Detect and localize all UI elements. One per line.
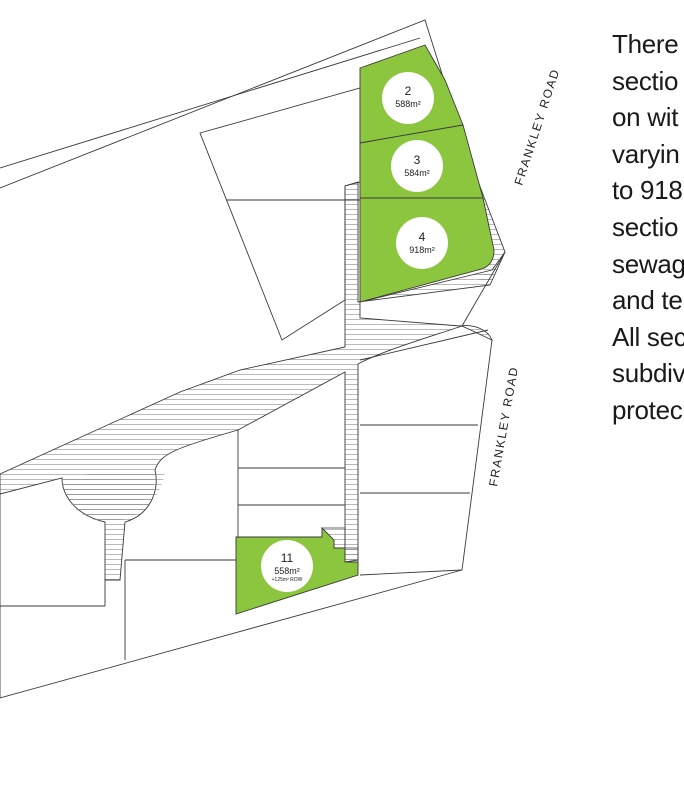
- description-line: sectio: [612, 65, 679, 96]
- lot-3-area: 584m²: [404, 168, 430, 178]
- lot-11-number: 11: [281, 551, 294, 565]
- lot-4-number: 4: [419, 230, 426, 244]
- lot-4-area: 918m²: [409, 245, 435, 255]
- lot-11-row-note: +125m² ROW: [272, 577, 303, 583]
- cul-de-sac-bulb: [62, 470, 165, 522]
- description-line: varyin: [612, 138, 680, 169]
- frankley-road-lower-edge: [461, 339, 493, 571]
- description-line: to 918: [612, 175, 683, 206]
- description-line: protec: [612, 394, 683, 425]
- road-label-upper: FRANKLEY ROAD: [512, 67, 563, 187]
- description-text: There sectio on wit varyin to 918 sectio sewag…: [612, 26, 684, 429]
- description-line: subdiv: [612, 358, 684, 389]
- lot-2-number: 2: [405, 84, 412, 98]
- lower-lots-edge: [359, 329, 489, 576]
- lot-1-outline: [199, 87, 361, 341]
- lot-label-2: 2 588m²: [382, 72, 434, 124]
- lot-3-number: 3: [414, 153, 421, 167]
- description-line: There: [612, 29, 679, 59]
- south-boundary: [0, 569, 463, 699]
- lot-11-area: 558m²: [274, 566, 300, 576]
- description-line: and te: [612, 285, 683, 316]
- lot-label-11: 11 558m² +125m² ROW: [261, 540, 313, 592]
- boundary-left-upper: [0, 37, 421, 169]
- description-line: sewag: [612, 248, 684, 279]
- description-line: All sec: [612, 321, 684, 352]
- description-line: sectio: [612, 211, 679, 242]
- description-line: on wit: [612, 102, 679, 133]
- road-label-lower: FRANKLEY ROAD: [486, 365, 521, 488]
- lot-2-area: 588m²: [395, 99, 421, 109]
- lot-label-4: 4 918m²: [396, 217, 448, 269]
- lot-label-3: 3 584m²: [391, 140, 443, 192]
- lower-lot-lines: [0, 430, 345, 660]
